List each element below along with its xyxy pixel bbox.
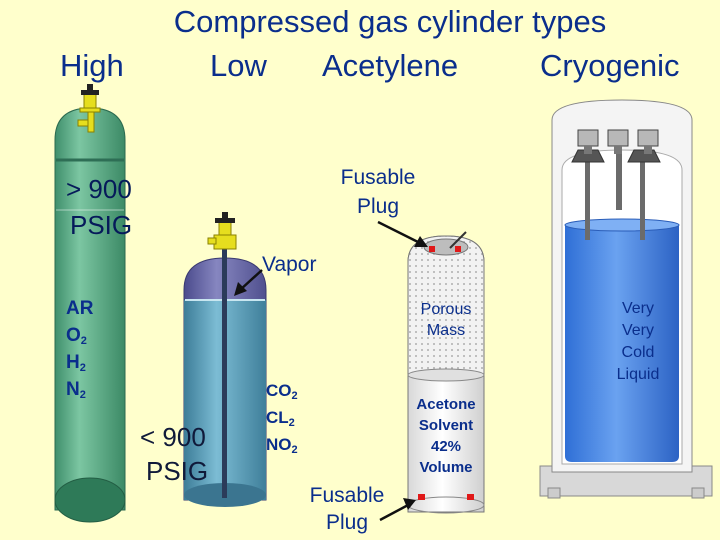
high-pressure-line2: PSIG [70, 210, 133, 240]
fusable-plug-bottom-arrow [379, 498, 416, 522]
page-title: Compressed gas cylinder types [173, 4, 607, 39]
header-high: High [60, 48, 124, 83]
acetylene-cylinder [407, 231, 485, 514]
header-cryogenic: Cryogenic [540, 48, 680, 83]
high-pressure-cylinder [54, 107, 126, 523]
vapor-arrow [234, 269, 263, 296]
gas-item: NO2 [266, 435, 298, 456]
gas-item: AR [66, 298, 94, 319]
header-low: Low [210, 48, 267, 83]
gas-item: H2 [66, 352, 86, 374]
gas-item: CO2 [266, 381, 298, 402]
low-cylinder-valve [207, 212, 237, 250]
high-gas-list: AR O2 H2 N2 [66, 298, 93, 406]
acetone-solvent-label: Acetone Solvent 42% Volume [416, 396, 476, 476]
cold-liquid-label: Very Very Cold Liquid [616, 300, 660, 383]
gas-item: O2 [66, 325, 87, 347]
gas-item: CL2 [266, 408, 295, 429]
low-pressure-line1: < 900 [140, 422, 206, 452]
high-cylinder-valve [77, 84, 101, 133]
bottom-fusable-plug-left [418, 494, 425, 500]
vapor-label: Vapor [262, 253, 317, 276]
low-pressure-line2: PSIG [146, 456, 209, 486]
top-fusable-plug-left [429, 246, 435, 252]
high-pressure-line1: > 900 [66, 174, 132, 204]
top-fusable-plug-right [455, 246, 461, 252]
bottom-fusable-plug-right [467, 494, 474, 500]
header-acetylene: Acetylene [322, 48, 459, 83]
cryogenic-cylinder [539, 99, 713, 499]
fusable-plug-bottom-label: Fusable Plug [309, 484, 385, 534]
porous-mass-label: Porous Mass [420, 301, 472, 339]
gas-item: N2 [66, 379, 86, 401]
fusable-plug-top-label: Fusable Plug [340, 166, 416, 218]
low-gas-list: CO2 CL2 NO2 [266, 380, 298, 461]
low-pressure-cylinder [183, 248, 267, 507]
fusable-plug-top-arrow [377, 220, 428, 247]
